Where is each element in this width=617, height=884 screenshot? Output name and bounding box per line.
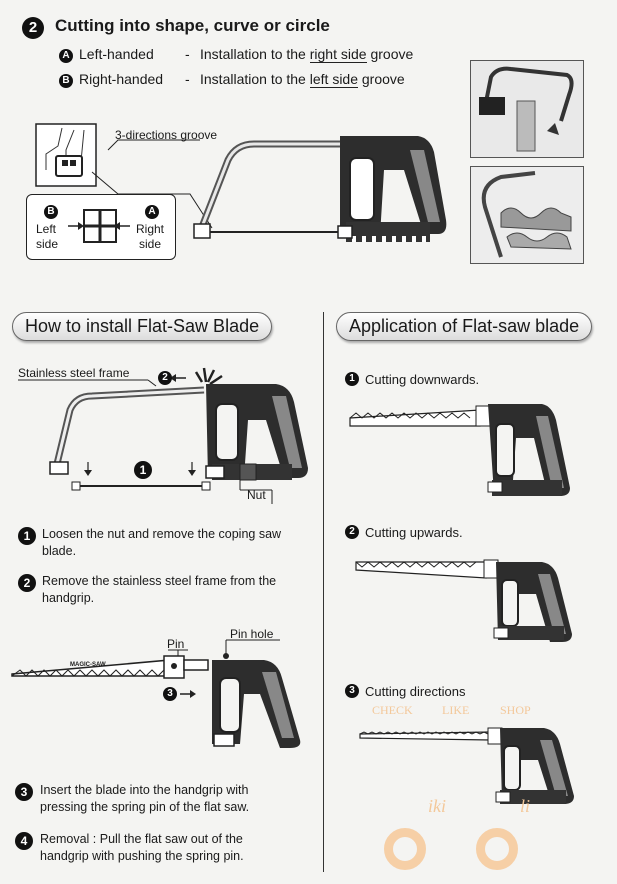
- option-a-label: Left-handed: [79, 46, 154, 62]
- option-a-dash: -: [185, 46, 190, 62]
- watermark-brand-left: iki: [428, 796, 446, 816]
- app-2-text: Cutting upwards.: [365, 525, 463, 540]
- section-number-badge: 2: [22, 17, 44, 39]
- photo-cutting-curve: [470, 166, 584, 264]
- inset-right-text: Right side: [135, 222, 164, 251]
- blade-brand: MAGIC-SAW: [70, 662, 106, 668]
- app-1-illustration: [349, 404, 570, 496]
- step-3-badge: 3: [15, 783, 33, 801]
- coping-saw-illustration: [35, 123, 447, 242]
- blade-step-badge: 1: [134, 461, 152, 479]
- option-b-text: Installation to the left side groove: [200, 71, 405, 88]
- inset-b-badge: B: [44, 205, 58, 219]
- app-3-illustration: [359, 727, 574, 804]
- frame-label: Stainless steel frame: [18, 366, 130, 380]
- step-1-text: Loosen the nut and remove the coping saw…: [42, 527, 282, 558]
- inset-left-text: Left side: [36, 222, 59, 251]
- step-3-text: Insert the blade into the handgrip with …: [40, 783, 250, 814]
- option-a-text: Installation to the right side groove: [200, 46, 414, 63]
- photo-tube-drawing: [471, 61, 583, 157]
- frame-step-badge: 2: [158, 371, 172, 385]
- groove-diagram: [68, 209, 130, 243]
- photo-curve-drawing: [471, 167, 583, 263]
- step-1-badge: 1: [18, 527, 36, 545]
- groove-label: 3-directions groove: [115, 128, 218, 142]
- app-1-badge: 1: [345, 372, 359, 386]
- pin-hole-label: Pin hole: [230, 627, 274, 641]
- step-2-badge: 2: [18, 574, 36, 592]
- pin-label: Pin: [167, 637, 185, 651]
- option-b-label: Right-handed: [79, 71, 164, 87]
- insert-step-badge: 3: [163, 687, 177, 701]
- option-b-dash: -: [185, 71, 190, 87]
- app-1-text: Cutting downwards.: [365, 372, 480, 387]
- watermark-like: LIKE: [442, 703, 470, 717]
- column-divider: [323, 312, 324, 872]
- app-3-text: Cutting directions: [365, 684, 466, 699]
- watermark-shop: SHOP: [500, 703, 531, 717]
- photo-cutting-tube: [470, 60, 584, 158]
- install-heading: How to install Flat-Saw Blade: [12, 312, 273, 341]
- option-b-side: left side: [309, 71, 358, 88]
- app-2-illustration: [355, 559, 572, 642]
- install-saw-illustration: [18, 367, 308, 504]
- watermark-circle-right: [476, 828, 518, 870]
- option-a-badge: A: [59, 49, 73, 63]
- watermark-brand-right: li: [520, 796, 531, 816]
- application-heading: Application of Flat-saw blade: [336, 312, 593, 341]
- watermark-circle-left: [384, 828, 426, 870]
- step-4-text: Removal : Pull the flat saw out of the h…: [40, 832, 244, 863]
- step-4-badge: 4: [15, 832, 33, 850]
- option-b-post: groove: [361, 71, 405, 87]
- step-2-text: Remove the stainless steel frame from th…: [42, 574, 277, 605]
- option-a-post: groove: [370, 46, 414, 62]
- option-b-pre: Installation to the: [200, 71, 306, 87]
- inset-a-badge: A: [145, 205, 159, 219]
- option-b-badge: B: [59, 74, 73, 88]
- option-a-pre: Installation to the: [200, 46, 306, 62]
- watermark-check: CHECK: [372, 703, 413, 717]
- section-title: Cutting into shape, curve or circle: [55, 16, 330, 35]
- nut-label: Nut: [247, 488, 266, 502]
- app-3-badge: 3: [345, 684, 359, 698]
- app-2-badge: 2: [345, 525, 359, 539]
- option-a-side: right side: [309, 46, 367, 63]
- insert-blade-illustration: [11, 639, 301, 748]
